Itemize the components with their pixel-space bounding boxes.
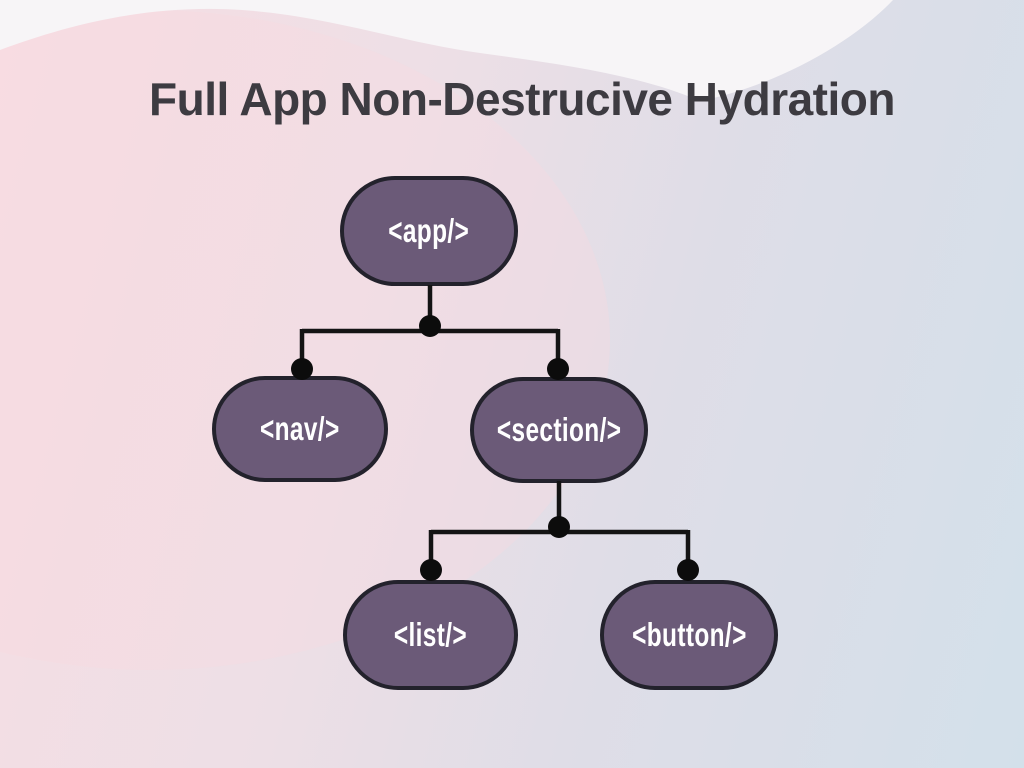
junction-dot-section	[548, 516, 570, 538]
tree-node-button: <button/>	[600, 580, 778, 690]
tree-node-button-label: <button/>	[631, 616, 747, 653]
anchor-dot-list	[420, 559, 442, 581]
tree-node-section-label: <section/>	[496, 411, 622, 448]
tree-node-list-label: <list/>	[393, 616, 468, 653]
tree-node-list: <list/>	[343, 580, 518, 690]
tree-node-app-label: <app/>	[388, 212, 470, 249]
junction-dot-app	[419, 315, 441, 337]
tree-node-app: <app/>	[340, 176, 518, 286]
anchor-dot-button	[677, 559, 699, 581]
tree-node-section: <section/>	[470, 377, 648, 483]
tree-node-nav-label: <nav/>	[260, 410, 340, 447]
tree-node-nav: <nav/>	[212, 376, 388, 482]
page-title: Full App Non-Destrucive Hydration	[149, 73, 895, 125]
